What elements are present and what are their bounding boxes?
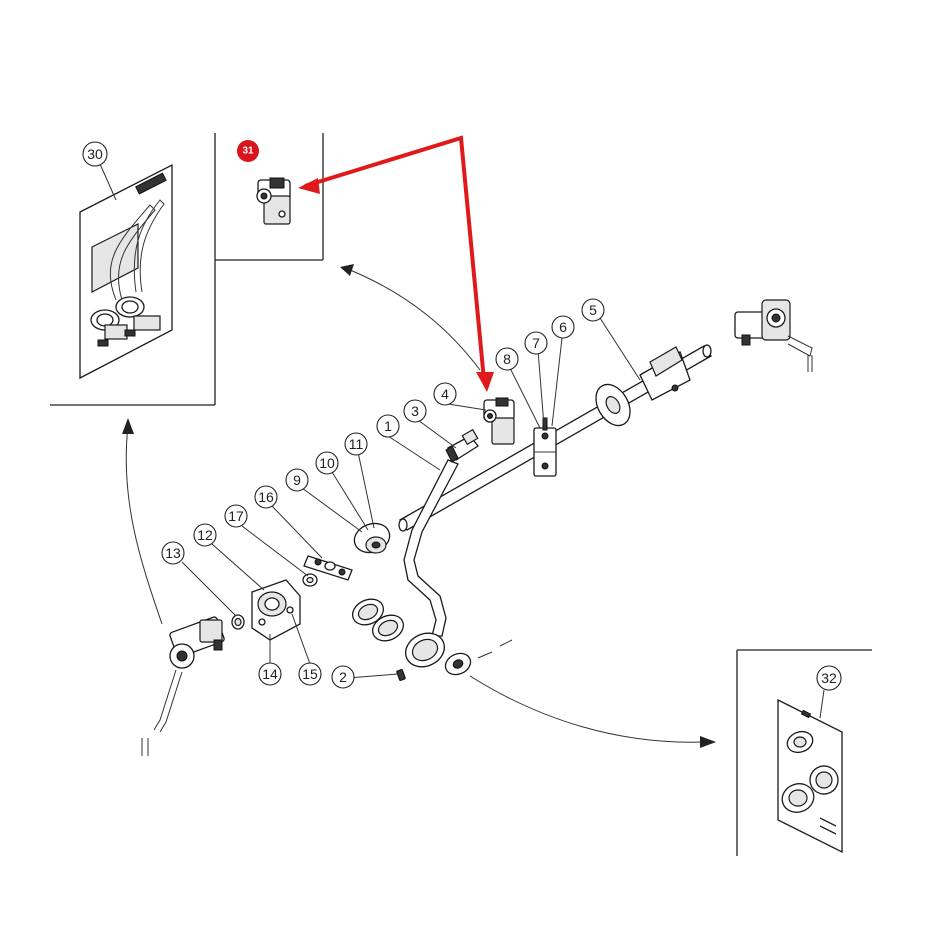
callout-13-label: 13 — [165, 545, 181, 561]
callout-12-label: 12 — [197, 527, 213, 543]
flow-arrow-to-32 — [469, 675, 716, 748]
callout-15: 15 — [298, 662, 322, 686]
flange-plate — [595, 383, 631, 427]
collar-block-6-7-8 — [533, 417, 557, 477]
callout-5-label: 5 — [589, 302, 597, 318]
left-handle-assembly — [141, 616, 225, 756]
callout-32-label: 32 — [821, 670, 837, 686]
flow-arrow-to-30 — [122, 418, 163, 625]
callout-7-label: 7 — [532, 335, 540, 351]
callout-6: 6 — [551, 315, 575, 339]
right-handle-assembly — [734, 299, 813, 372]
grommet-11 — [353, 522, 391, 554]
bushing-17 — [302, 573, 318, 587]
callout-31-label: 31 — [242, 146, 254, 157]
callout-10: 10 — [315, 451, 339, 475]
callout-14: 14 — [258, 662, 282, 686]
kit-package-30 — [79, 163, 173, 380]
bracket-16 — [303, 555, 353, 581]
callout-10-label: 10 — [319, 455, 335, 471]
callout-17: 17 — [224, 504, 248, 528]
callout-9-label: 9 — [293, 472, 301, 488]
callout-8: 8 — [495, 347, 519, 371]
callout-15-label: 15 — [302, 666, 318, 682]
mount-plate-12 — [251, 579, 301, 641]
callout-6-label: 6 — [559, 319, 567, 335]
callout-8-label: 8 — [503, 351, 511, 367]
screw-2 — [396, 669, 406, 681]
o-ring-13 — [231, 614, 245, 630]
callout-30: 30 — [82, 141, 108, 167]
callout-17-label: 17 — [228, 508, 244, 524]
callout-5: 5 — [581, 298, 605, 322]
flow-arrow-to-31 — [340, 264, 481, 371]
callout-4-label: 4 — [441, 386, 449, 402]
clamp-5 — [639, 346, 691, 401]
callout-2: 2 — [331, 665, 355, 689]
clamp-4 — [483, 397, 515, 445]
callout-13: 13 — [161, 541, 185, 565]
fitting-3 — [445, 428, 479, 463]
bearing-rings — [351, 598, 513, 676]
red-highlight-arrow — [298, 135, 494, 392]
callout-12: 12 — [193, 523, 217, 547]
callout-1-label: 1 — [384, 418, 392, 434]
leader-lines — [99, 163, 825, 719]
callout-31-highlight: 31 — [237, 140, 259, 162]
callout-4: 4 — [433, 382, 457, 406]
callout-2-label: 2 — [339, 669, 347, 685]
callout-11: 11 — [344, 432, 368, 456]
callout-14-label: 14 — [262, 666, 278, 682]
callout-7: 7 — [524, 331, 548, 355]
callout-16: 16 — [254, 485, 278, 509]
callout-32: 32 — [816, 665, 842, 691]
callout-16-label: 16 — [258, 489, 274, 505]
callout-1: 1 — [376, 414, 400, 438]
callout-11-label: 11 — [349, 436, 364, 452]
inset-frame-32 — [736, 649, 872, 856]
callout-9: 9 — [285, 468, 309, 492]
bent-tube-1 — [403, 459, 459, 637]
inset-frame-31 — [215, 133, 324, 261]
callout-3: 3 — [403, 399, 427, 423]
seal-kit-32 — [777, 698, 843, 854]
callout-3-label: 3 — [411, 403, 419, 419]
clamp-part-31 — [256, 177, 291, 225]
inset-frame-30 — [50, 133, 216, 406]
callout-30-label: 30 — [87, 146, 103, 162]
